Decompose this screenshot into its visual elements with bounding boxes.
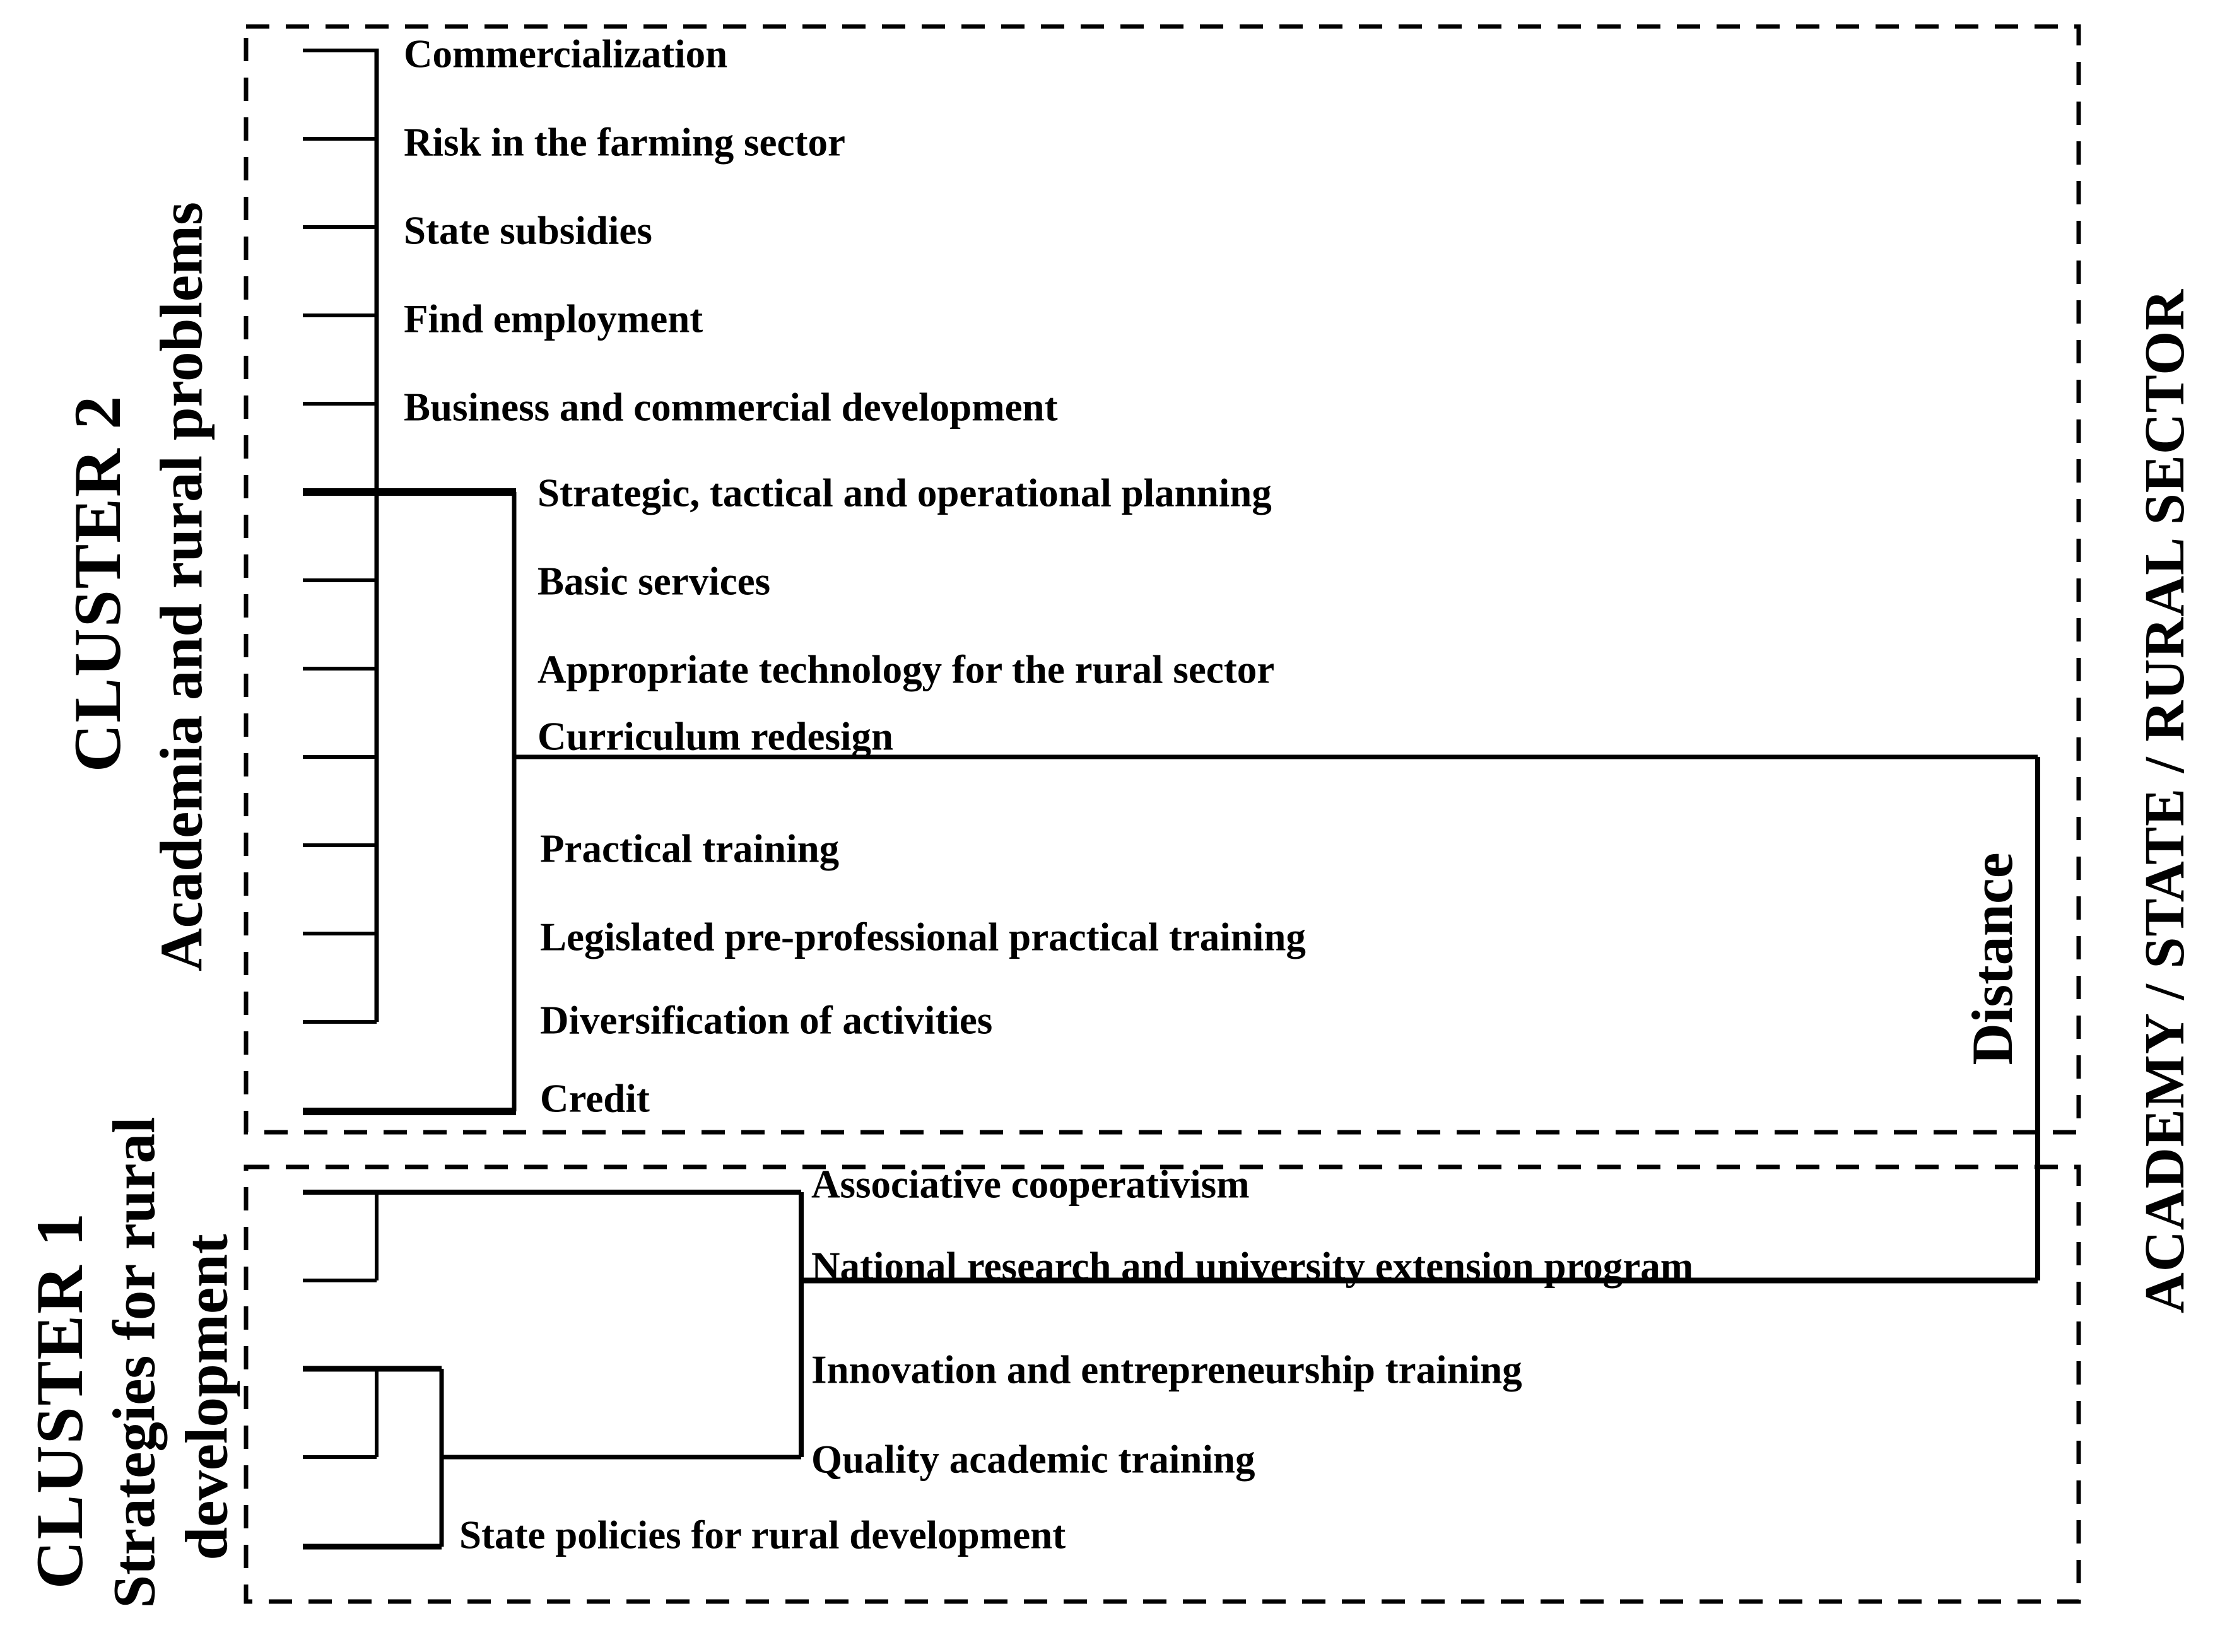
leaf-label: Credit — [540, 1076, 650, 1121]
leaf-label: Diversification of activities — [540, 998, 993, 1043]
cluster2-title: CLUSTER 2 — [61, 394, 134, 773]
cluster1-title: CLUSTER 1 — [23, 1211, 97, 1590]
cluster1-box — [244, 1164, 2081, 1604]
cluster1-tree — [303, 1190, 2038, 1550]
leaf-label: Curriculum redesign — [537, 714, 894, 759]
leaf-label: Innovation and entrepreneurship training — [811, 1347, 1522, 1392]
leaf-label: Appropriate technology for the rural sec… — [537, 647, 1275, 692]
leaf-label: State policies for rural development — [459, 1513, 1066, 1557]
cluster1-subtitle-line1: Strategies for rural — [100, 1116, 168, 1608]
leaf-label: Commercialization — [404, 32, 728, 76]
right-axis-label: ACADEMY / STATE / RURAL SECTOR — [2134, 288, 2196, 1314]
leaf-label: Associative cooperativism — [811, 1162, 1250, 1207]
leaf-label: Legislated pre-professional practical tr… — [540, 915, 1306, 959]
leaf-label: Practical training — [540, 826, 840, 871]
leaf-label: Business and commercial development — [404, 385, 1058, 430]
leaf-label: State subsidies — [404, 208, 652, 253]
cluster2-tree — [303, 49, 2038, 1115]
leaf-label: Strategic, tactical and operational plan… — [537, 471, 1272, 515]
leaf-label: Basic services — [537, 559, 771, 604]
distance-axis-label: Distance — [1960, 852, 2024, 1065]
cluster2-subtitle: Academia and rural problems — [148, 201, 215, 972]
leaf-label: National research and university extensi… — [811, 1244, 1694, 1289]
leaf-label: Find employment — [404, 296, 703, 341]
cluster2-box — [244, 24, 2081, 1135]
leaf-label: Quality academic training — [811, 1437, 1255, 1482]
leaf-label: Risk in the farming sector — [404, 120, 845, 165]
cluster1-subtitle-line2: development — [173, 1234, 240, 1561]
